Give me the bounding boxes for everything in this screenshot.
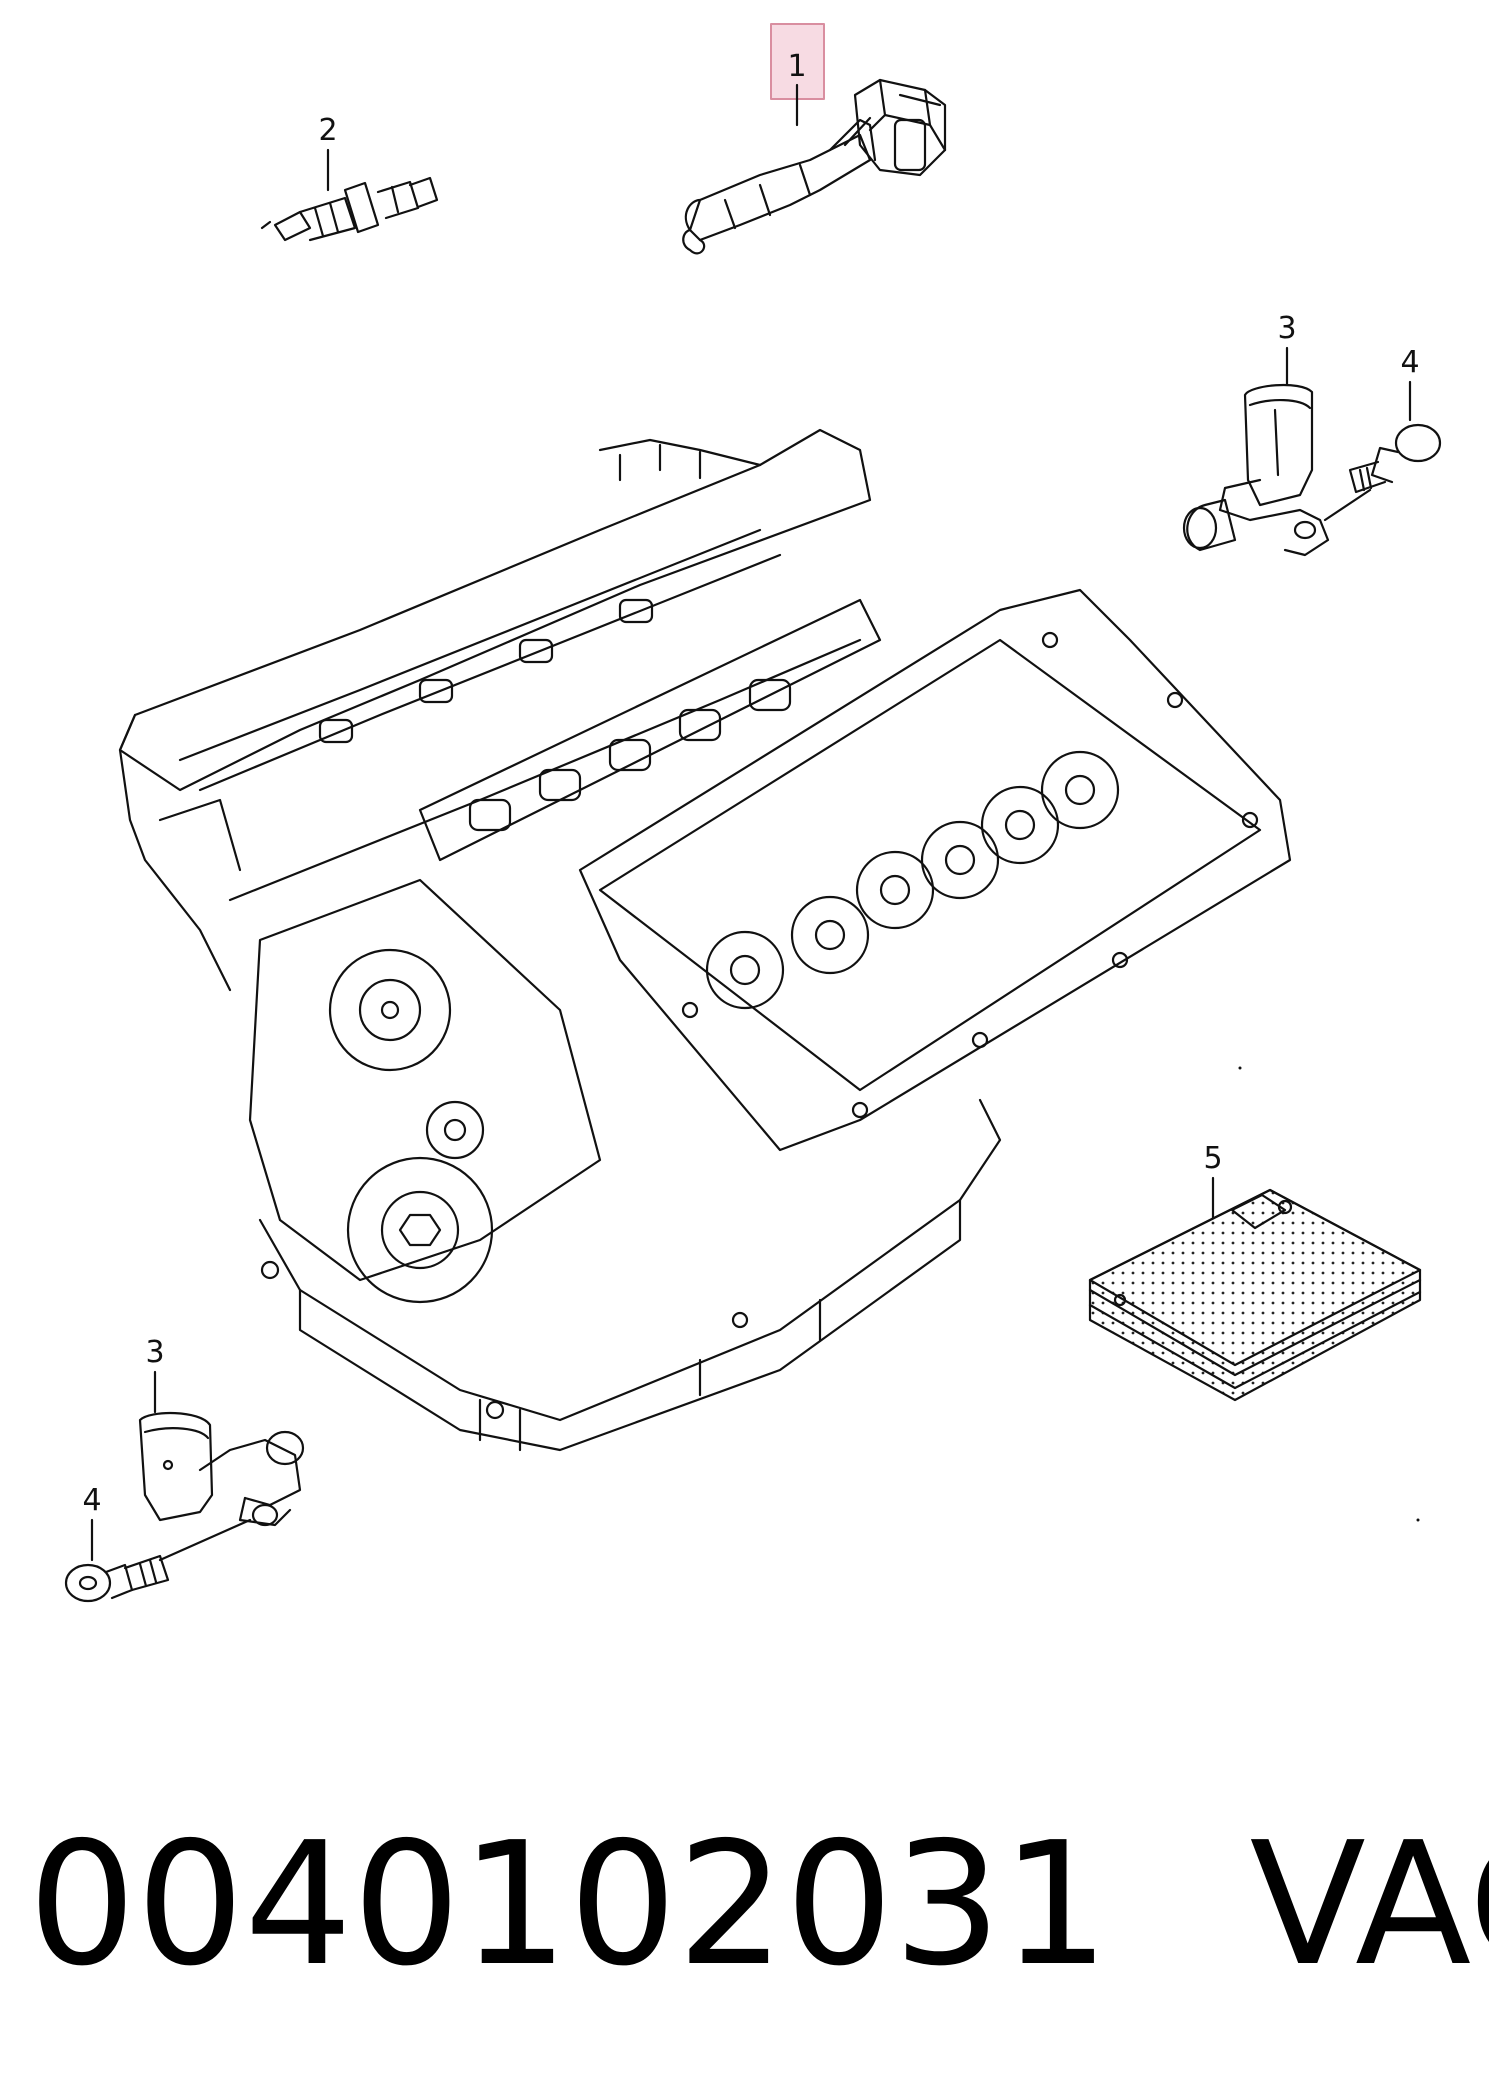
callout-3-upper-label: 3 <box>1277 311 1296 346</box>
bolt-upper <box>1348 423 1442 494</box>
ignition-coil <box>682 78 947 255</box>
bolt-lower <box>64 1554 170 1603</box>
exploded-parts-diagram: 1 2 3 <box>64 23 1442 1603</box>
callout-3-lower-label: 3 <box>145 1335 164 1370</box>
callout-2[interactable]: 2 <box>318 113 338 192</box>
camshaft-sensor-upper <box>1182 383 1372 557</box>
brand-name: VAG <box>1249 1806 1489 2004</box>
part-number: 0040102031 <box>28 1806 1110 2004</box>
callout-4-upper[interactable]: 4 <box>1400 345 1420 422</box>
callout-2-label: 2 <box>318 113 337 148</box>
callout-3-upper[interactable]: 3 <box>1277 311 1297 387</box>
callout-4-lower[interactable]: 4 <box>82 1483 102 1562</box>
callout-5[interactable]: 5 <box>1203 1141 1223 1220</box>
callout-1[interactable]: 1 <box>770 23 825 127</box>
callout-1-label: 1 <box>787 49 806 84</box>
filter-element <box>1088 1188 1422 1402</box>
engine-block <box>118 428 1292 1452</box>
spark-plug <box>260 176 439 242</box>
part-number-footer: 0040102031 VAG <box>28 1795 1489 2015</box>
callout-5-label: 5 <box>1203 1141 1222 1176</box>
callout-4-lower-label: 4 <box>82 1483 101 1518</box>
callout-3-lower[interactable]: 3 <box>145 1335 165 1414</box>
crank-sensor-lower <box>138 1412 305 1562</box>
callout-4-upper-label: 4 <box>1400 345 1419 380</box>
